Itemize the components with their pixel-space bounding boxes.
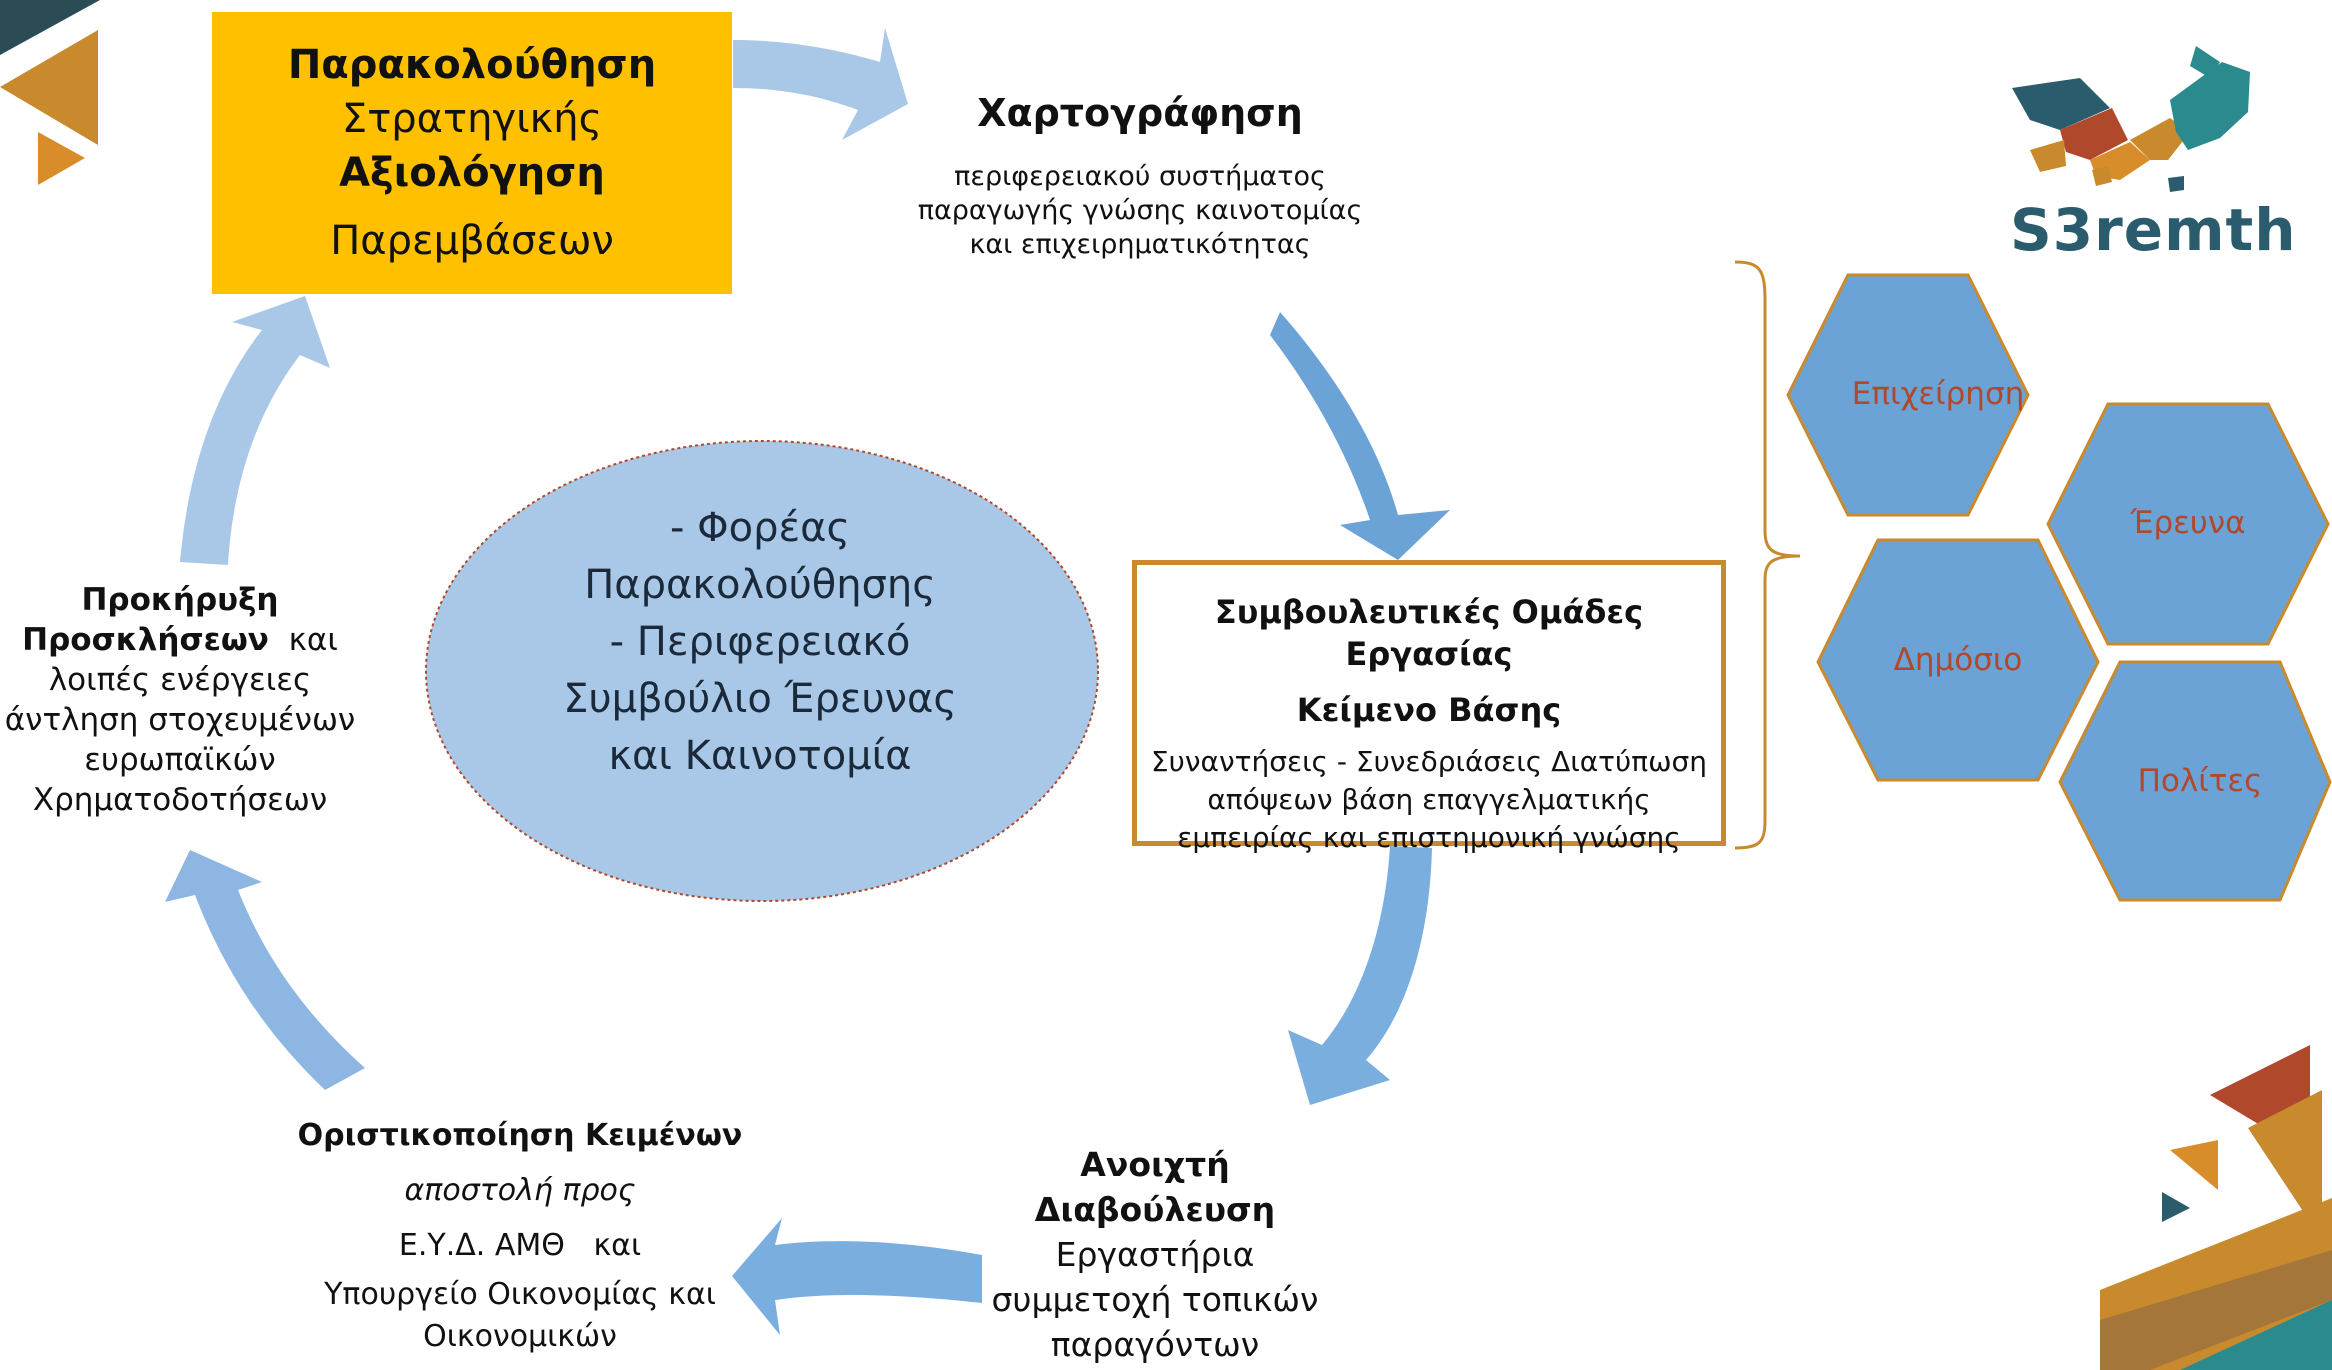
corner-deco-dark [0, 0, 100, 55]
announce-block: Προκήρυξη Προσκλήσεων και λοιπές ενέργει… [0, 580, 360, 820]
arrow-to-finalize [732, 1218, 982, 1335]
consultation-line5: παραγόντων [1050, 1325, 1260, 1364]
hex-research-shape [2046, 402, 2330, 646]
central-ellipse [425, 440, 1099, 902]
ellipse-line2: Παρακολούθησης [584, 562, 936, 608]
ellipse-line4: Συμβούλιο Έρευνας [563, 676, 957, 722]
hex-citizens-shape [2058, 660, 2332, 902]
finalize-title: Οριστικοποίηση Κειμένων [297, 1118, 743, 1153]
finalize-line4: Υπουργείο Οικονομίας και [324, 1277, 716, 1312]
hex-public-label: Δημόσιο [1893, 642, 2023, 678]
hex-citizens-label: Πολίτες [2137, 763, 2263, 799]
monitoring-evaluation-box: Παρακολούθηση Στρατηγικής Αξιολόγηση Παρ… [212, 12, 732, 294]
ellipse-line1: - Φορέας [670, 505, 850, 551]
advisory-description: Συναντήσεις - Συνεδριάσεις Διατύπωση από… [1137, 743, 1721, 857]
mapping-line3: και επιχειρηματικότητας [969, 229, 1311, 260]
consultation-line4: συμμετοχή τοπικών [991, 1280, 1319, 1319]
logo-graphic [2012, 46, 2250, 192]
announce-line3: λοιπές ενέργειες [48, 662, 312, 698]
announce-line4: άντληση στοχευμένων [4, 702, 356, 738]
arrow-to-consultation [1288, 846, 1432, 1105]
monitor-line2b: Αξιολόγηση [339, 150, 605, 196]
hex-business-shape [1786, 273, 2030, 517]
advisory-title2: Κείμενο Βάσης [1296, 691, 1562, 729]
ellipse-text: - Φορέας Παρακολούθησης - Περιφερειακό Σ… [500, 500, 1020, 785]
consultation-bold2: Διαβούλευση [1034, 1190, 1276, 1229]
ellipse-line3: - Περιφερειακό [609, 619, 911, 665]
hex-research-label: Έρευνα [2130, 505, 2246, 541]
hex-public-shape [1816, 538, 2100, 782]
finalize-line5: Οικονομικών [423, 1319, 617, 1354]
advisory-line3: εμπειρίας και επιστημονική γνώσης [1177, 821, 1681, 854]
advisory-title1: Συμβουλευτικές Ομάδες Εργασίας [1214, 593, 1644, 673]
monitor-line3: Παρεμβάσεων [330, 218, 614, 264]
announce-line6: Χρηματοδοτήσεων [32, 782, 328, 818]
corner-deco-small-triangle [38, 132, 85, 185]
advisory-line2: απόψεων βάση επαγγελματικής [1207, 783, 1651, 816]
announce-line2: Προσκλήσεων και [0, 620, 360, 660]
consultation-bold1: Ανοιχτή [1080, 1145, 1230, 1184]
advisory-line1: Συναντήσεις - Συνεδριάσεις Διατύπωση [1150, 745, 1708, 778]
arrow-to-mapping [733, 28, 908, 140]
mapping-title: Χαρτογράφηση [977, 91, 1303, 135]
arrow-to-announce [165, 850, 365, 1090]
announce-rest2: και [268, 622, 338, 658]
arrow-to-monitor [180, 296, 330, 565]
hex-business-label: Επιχείρηση [1851, 376, 2025, 412]
consultation-line3: Εργαστήρια [1055, 1235, 1255, 1274]
logo-text: S3remth [2010, 196, 2297, 264]
finalize-line2: αποστολή προς [404, 1173, 636, 1208]
monitor-line2a: Στρατηγικής [341, 96, 603, 142]
announce-line5: ευρωπαϊκών [84, 742, 276, 778]
corner-deco-bottom-right [2100, 1045, 2332, 1370]
monitor-line2: Στρατηγικής Αξιολόγηση [212, 92, 732, 200]
mapping-line1: περιφερειακού συστήματος [954, 161, 1326, 192]
corner-deco-orange-triangle [0, 30, 98, 145]
brace [1734, 260, 1801, 850]
mapping-line2: παραγωγής γνώσης καινοτομίας [917, 195, 1363, 226]
consultation-block: Ανοιχτή Διαβούλευση Εργαστήρια συμμετοχή… [975, 1142, 1335, 1367]
announce-bold1: Προκήρυξη [81, 582, 279, 618]
finalize-line3: Ε.Υ.Δ. ΑΜΘ και [398, 1228, 642, 1263]
monitor-line1: Παρακολούθηση [287, 42, 657, 88]
announce-bold2: Προσκλήσεων [22, 622, 269, 658]
mapping-block: Χαρτογράφηση περιφερειακού συστήματος πα… [880, 88, 1400, 262]
advisory-groups-box: Συμβουλευτικές Ομάδες Εργασίας Κείμενο Β… [1132, 560, 1726, 854]
finalize-block: Οριστικοποίηση Κειμένων αποστολή προς Ε.… [290, 1108, 750, 1357]
arrow-to-advisory [1270, 312, 1450, 560]
announce-line1: Προκήρυξη [0, 580, 360, 620]
ellipse-line5: και Καινοτομία [608, 733, 912, 779]
